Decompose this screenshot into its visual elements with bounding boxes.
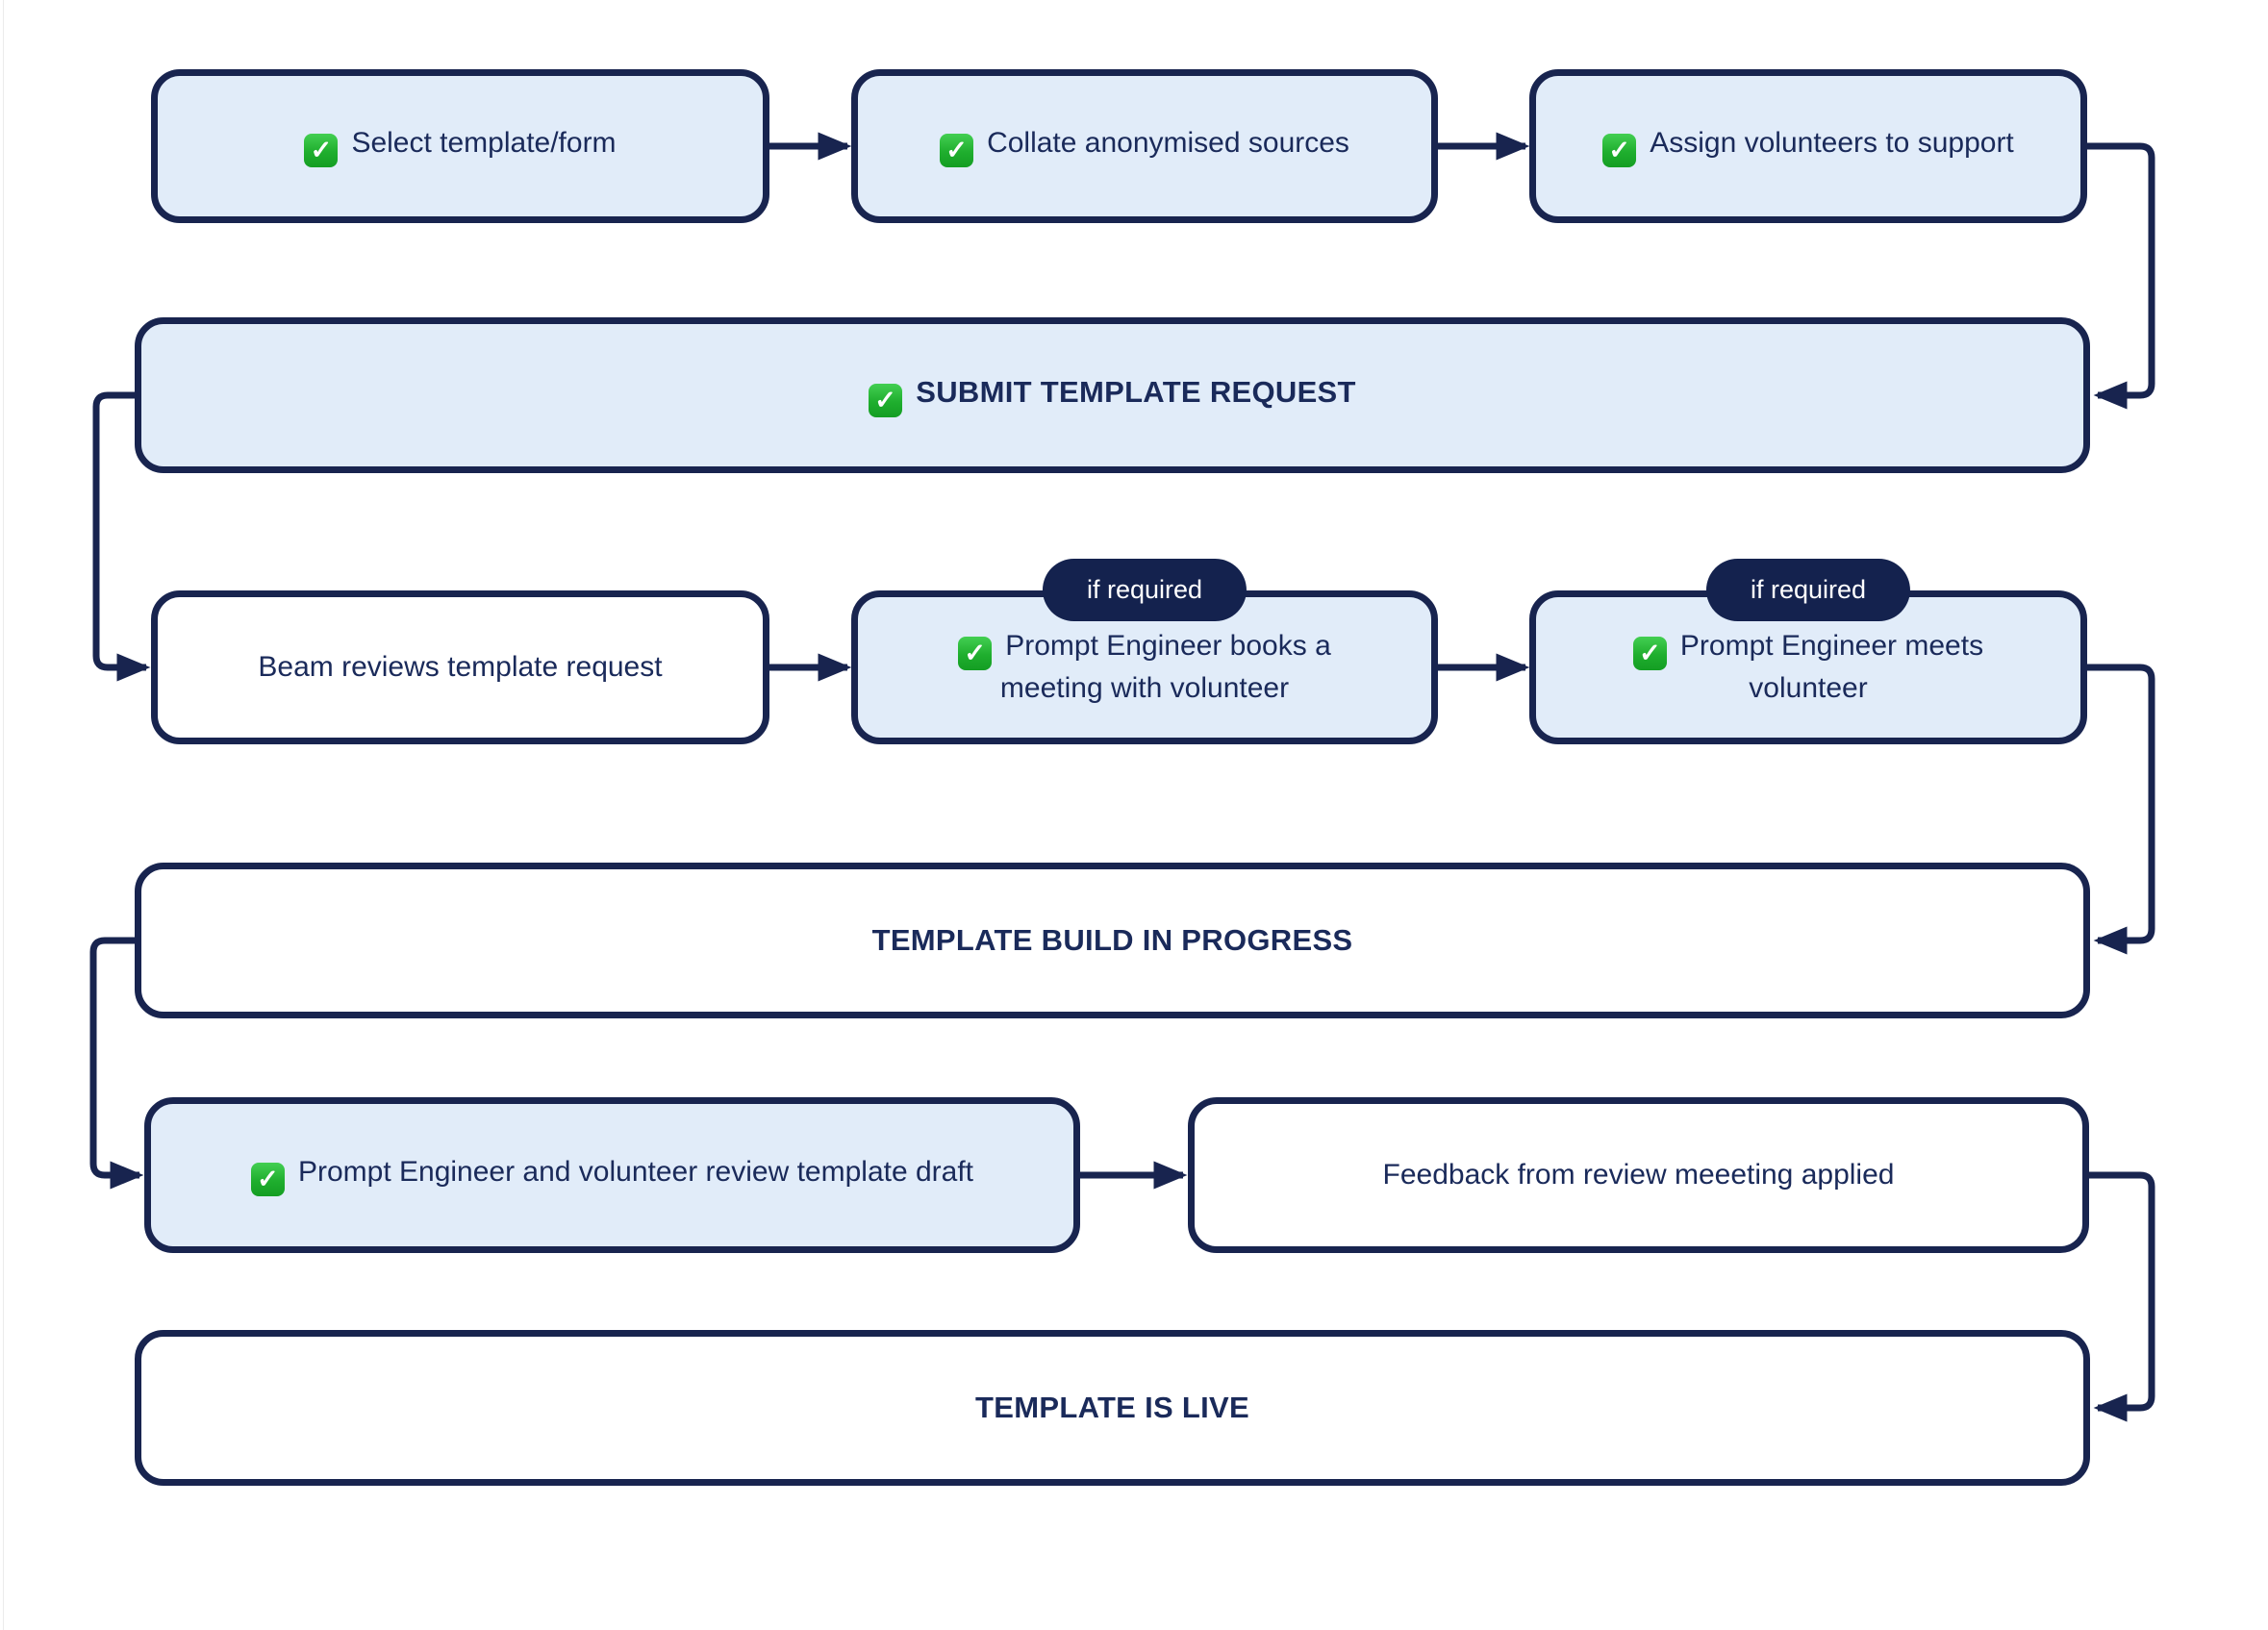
connector-assign-to-submit <box>2087 142 2155 410</box>
check-icon <box>1602 134 1637 167</box>
node-label: TEMPLATE BUILD IN PROGRESS <box>871 923 1353 958</box>
node-label: Feedback from review meeeting applied <box>1382 1158 1895 1191</box>
node-label: Collate anonymised sources <box>987 127 1349 159</box>
node-label: TEMPLATE IS LIVE <box>975 1391 1249 1425</box>
node-label: Prompt Engineer books a meeting with vol… <box>999 629 1331 704</box>
node-label: SUBMIT TEMPLATE REQUEST <box>916 375 1356 409</box>
check-icon <box>304 134 339 167</box>
node-label: Prompt Engineer and volunteer review tem… <box>297 1156 974 1188</box>
node-submit-template-request: SUBMIT TEMPLATE REQUEST <box>135 317 2090 473</box>
node-assign-volunteers: Assign volunteers to support <box>1529 69 2087 223</box>
check-icon <box>958 636 993 670</box>
node-feedback-applied: Feedback from review meeeting applied <box>1188 1097 2089 1253</box>
node-meets-volunteer: if required Prompt Engineer meets volunt… <box>1529 559 2087 744</box>
node-template-is-live: TEMPLATE IS LIVE <box>135 1330 2090 1486</box>
if-required-badge: if required <box>1705 559 1911 621</box>
node-label: Prompt Engineer meets volunteer <box>1679 629 1984 704</box>
check-icon <box>869 384 903 417</box>
node-books-meeting: if required Prompt Engineer books a meet… <box>851 559 1438 744</box>
check-icon <box>250 1163 285 1196</box>
node-collate-sources: Collate anonymised sources <box>851 69 1438 223</box>
node-label: Select template/form <box>351 127 617 159</box>
check-icon <box>940 134 974 167</box>
node-label: Assign volunteers to support <box>1650 127 2014 159</box>
connector-feedback-to-live <box>2089 1171 2155 1422</box>
node-template-build-in-progress: TEMPLATE BUILD IN PROGRESS <box>135 863 2090 1018</box>
node-select-template: Select template/form <box>151 69 769 223</box>
node-label: Beam reviews template request <box>258 650 663 683</box>
node-beam-reviews-request: Beam reviews template request <box>151 590 769 744</box>
node-review-template-draft: Prompt Engineer and volunteer review tem… <box>144 1097 1080 1253</box>
check-icon <box>1632 636 1667 670</box>
connector-build-to-review <box>89 937 144 1190</box>
window-edge-line <box>3 0 4 1630</box>
connector-meets-to-build <box>2087 664 2155 955</box>
if-required-badge: if required <box>1042 559 1247 621</box>
